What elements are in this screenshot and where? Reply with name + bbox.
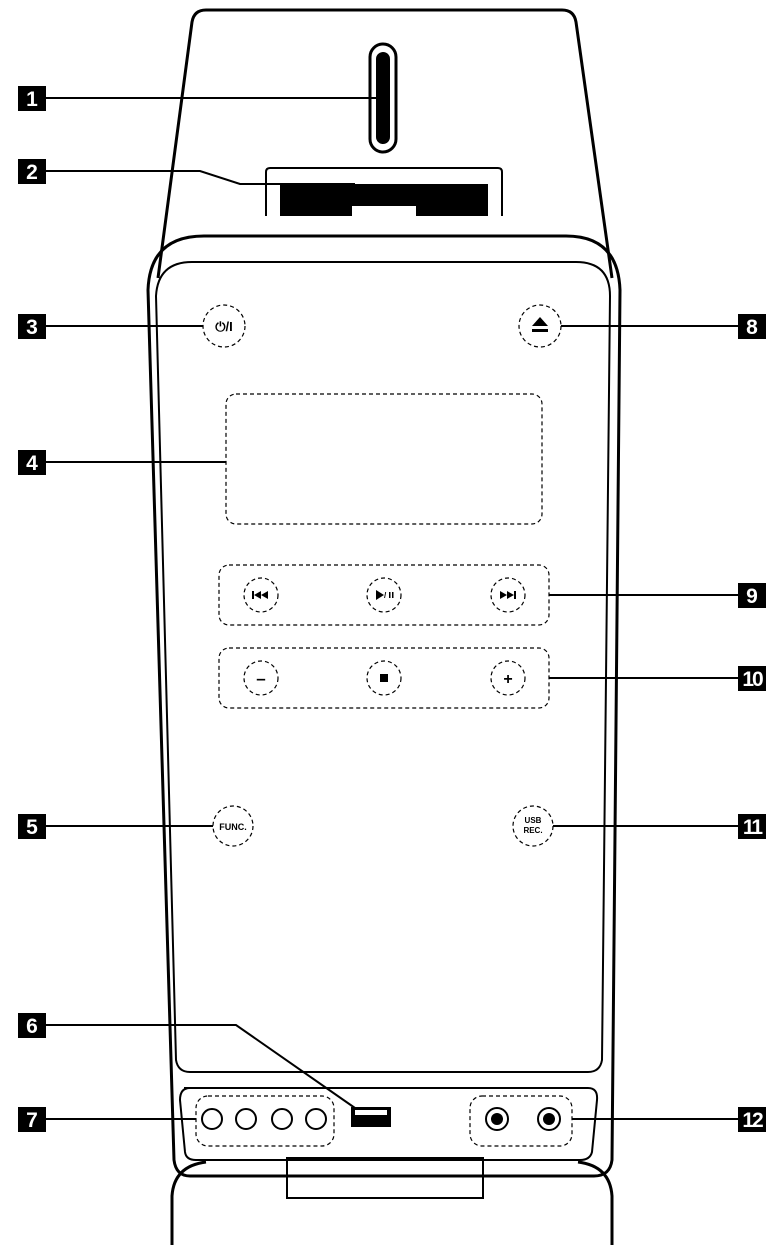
callout-box xyxy=(738,583,766,608)
callout-box xyxy=(18,814,46,839)
callout-label: 10 xyxy=(742,668,763,691)
callout-8: 8 xyxy=(738,314,766,339)
stop-icon xyxy=(380,674,388,682)
minus-label: – xyxy=(256,669,265,688)
outer-body xyxy=(146,234,622,1178)
callout-label: 5 xyxy=(26,816,38,839)
bottom-button-2[interactable] xyxy=(235,1108,257,1130)
leader-6 xyxy=(45,1024,356,1109)
callout-6: 6 xyxy=(18,1013,46,1038)
leader-lines xyxy=(45,97,739,1120)
callout-1: 1 xyxy=(18,86,46,111)
func-button[interactable] xyxy=(212,805,254,847)
callout-label: 1 xyxy=(26,88,38,111)
usb-rec-label-line2: REC. xyxy=(523,826,542,835)
callout-box xyxy=(18,159,46,184)
bottom-button-1[interactable] xyxy=(201,1108,223,1130)
callout-label: 4 xyxy=(26,452,38,475)
skip-forward-button[interactable] xyxy=(490,577,526,613)
callout-4: 4 xyxy=(18,450,46,475)
usb-port-tongue xyxy=(355,1110,387,1115)
callout-11: 11 xyxy=(738,814,766,839)
power-icon: ⏻/I xyxy=(215,319,233,334)
play-pause-button[interactable] xyxy=(366,577,402,613)
volume-down-button[interactable] xyxy=(243,660,279,696)
callout-label: 7 xyxy=(26,1109,38,1132)
callout-box xyxy=(738,1107,766,1132)
skip-forward-icon xyxy=(500,591,516,599)
skip-back-icon xyxy=(252,591,268,599)
callout-5: 5 xyxy=(18,814,46,839)
stand-base xyxy=(170,1160,614,1245)
leader-2 xyxy=(45,170,355,185)
callout-12: 12 xyxy=(738,1107,766,1132)
callout-box xyxy=(738,814,766,839)
audio-jack-icon xyxy=(491,1113,503,1125)
usb-rec-label-line1: USB xyxy=(525,816,542,825)
eject-icon xyxy=(532,317,548,332)
jack-group xyxy=(469,1095,573,1147)
callout-label: 8 xyxy=(746,316,758,339)
dock-housing xyxy=(156,8,614,279)
callout-10: 10 xyxy=(738,666,766,691)
bottom-button-4[interactable] xyxy=(305,1108,327,1130)
stop-button[interactable] xyxy=(366,660,402,696)
func-label: FUNC. xyxy=(219,822,247,832)
slot-inner xyxy=(376,52,390,144)
audio-jack-2[interactable] xyxy=(537,1107,561,1131)
dock-connector-pin xyxy=(352,206,416,216)
device-body xyxy=(146,8,622,1245)
callout-box xyxy=(18,314,46,339)
callout-label: 6 xyxy=(26,1015,38,1038)
callout-box xyxy=(18,1107,46,1132)
callout-2: 2 xyxy=(18,159,46,184)
audio-jack-icon-2 xyxy=(543,1113,555,1125)
callout-box xyxy=(18,86,46,111)
display-window xyxy=(225,393,543,525)
callout-label: 2 xyxy=(26,161,38,184)
bottom-strip xyxy=(178,1087,599,1161)
plus-label: + xyxy=(503,671,512,688)
skip-back-button[interactable] xyxy=(243,577,279,613)
callout-box xyxy=(18,450,46,475)
callout-3: 3 xyxy=(18,314,46,339)
play-pause-icon: / xyxy=(376,590,394,600)
audio-jack-1[interactable] xyxy=(485,1107,509,1131)
stand-connector xyxy=(286,1157,484,1199)
callout-label: 11 xyxy=(743,816,764,839)
callout-box xyxy=(738,666,766,691)
volume-up-button[interactable] xyxy=(490,660,526,696)
callout-label: 9 xyxy=(746,585,758,608)
bottom-button-3[interactable] xyxy=(271,1108,293,1130)
callout-label: 12 xyxy=(742,1109,763,1132)
callout-7: 7 xyxy=(18,1107,46,1132)
bottom-button-group xyxy=(195,1095,335,1147)
callout-9: 9 xyxy=(738,583,766,608)
callout-box xyxy=(738,314,766,339)
front-panel xyxy=(154,261,612,1073)
callout-label: 3 xyxy=(26,316,38,339)
callout-box xyxy=(18,1013,46,1038)
svg-text:/: / xyxy=(384,591,387,600)
dock-tray xyxy=(265,167,503,216)
